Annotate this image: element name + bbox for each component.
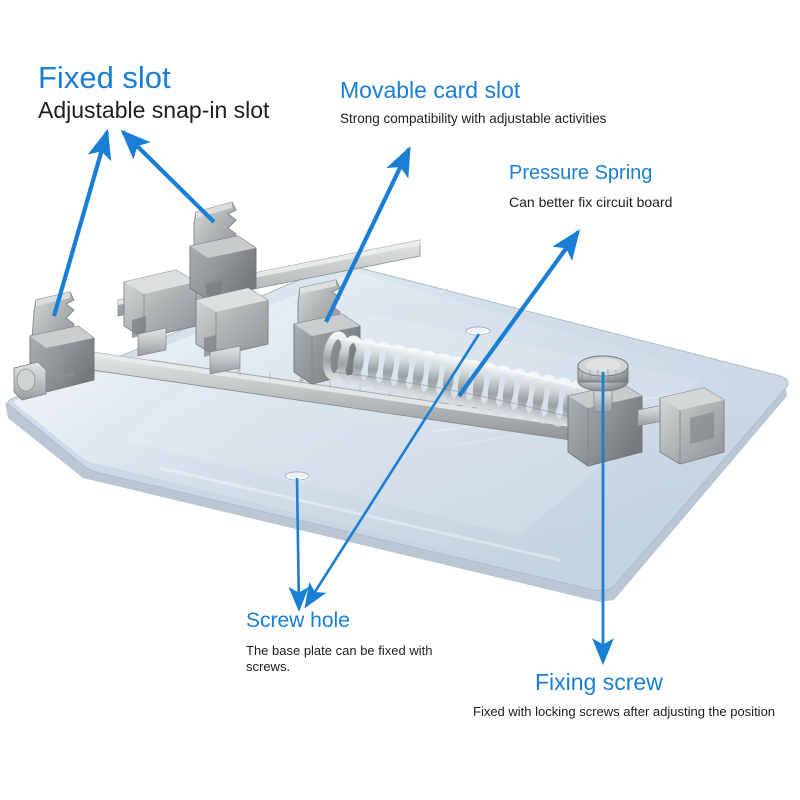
arrow-fixed-slot-left — [51, 128, 112, 317]
callout-pressure-spring-desc: Can better fix circuit board — [509, 194, 673, 210]
clamp-block-rear-jaw — [189, 201, 257, 304]
callout-fixing-screw-title: Fixing screw — [535, 669, 663, 695]
arrow-pressure-spring — [457, 229, 580, 398]
arrow-fixed-slot-right — [120, 129, 216, 224]
callout-fixed-slot-title: Fixed slot — [38, 60, 171, 95]
callout-movable-card-slot-title: Movable card slot — [340, 77, 521, 103]
callout-fixed-slot-desc: Adjustable snap-in slot — [38, 96, 270, 123]
callout-screw-hole-desc: The base plate can be fixed with screws. — [246, 643, 433, 674]
svg-text:4: 4 — [300, 377, 304, 384]
arrow-screw-hole-near — [288, 477, 309, 612]
callout-fixed-slot: Fixed slot Adjustable snap-in slot — [38, 60, 270, 124]
base-plate-edge — [5, 383, 787, 602]
fixing-screw-assembly — [567, 355, 725, 467]
callout-screw-hole: Screw hole The base plate can be fixed w… — [246, 609, 461, 674]
callout-movable-card-slot: Movable card slot Strong compatibility w… — [340, 78, 606, 127]
clamp-block-left-fixed — [13, 291, 95, 401]
plate-reflection-line — [159, 466, 561, 562]
arrow-screw-hole-far — [304, 333, 481, 609]
plate-highlight — [120, 300, 700, 536]
callout-pressure-spring: Pressure Spring Can better fix circuit b… — [509, 163, 672, 211]
callout-screw-hole-title: Screw hole — [246, 609, 350, 632]
callout-fixing-screw: Fixing screw Fixed with locking screws a… — [473, 669, 775, 720]
clamp-block-carriage-mid — [195, 287, 269, 375]
arrow-movable-card-slot — [324, 145, 411, 323]
callout-movable-card-slot-desc: Strong compatibility with adjustable act… — [340, 111, 607, 127]
callout-pressure-spring-title: Pressure Spring — [509, 162, 653, 184]
callout-fixing-screw-desc: Fixed with locking screws after adjustin… — [473, 704, 776, 720]
svg-text:3: 3 — [236, 367, 240, 374]
screw-hole-lower — [284, 471, 310, 482]
